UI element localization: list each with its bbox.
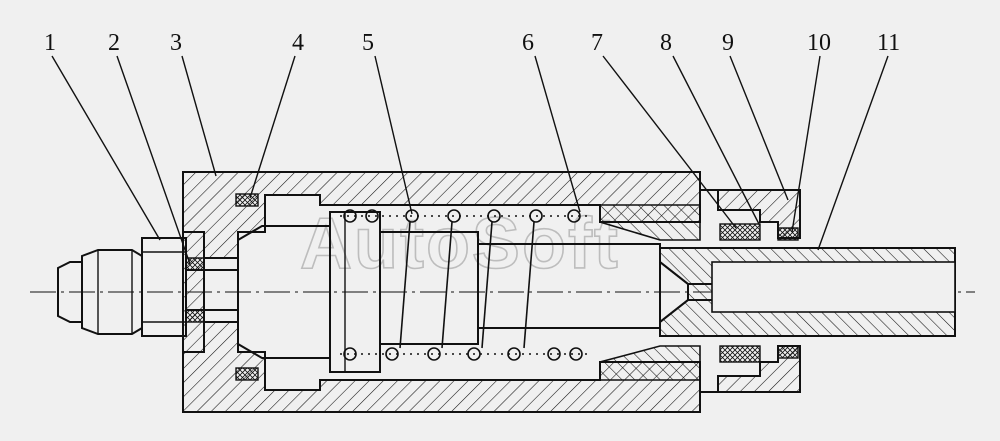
rod-bushing	[599, 204, 701, 381]
fitting-union	[57, 237, 187, 337]
callout-4: 4	[292, 30, 304, 56]
spring	[340, 209, 590, 361]
push-rod	[659, 247, 956, 337]
callout-9: 9	[722, 30, 734, 56]
callout-8: 8	[660, 30, 672, 56]
callout-7: 7	[591, 30, 603, 56]
gland-cover	[700, 189, 801, 393]
callout-6: 6	[522, 30, 534, 56]
callout-2: 2	[108, 30, 120, 56]
callout-3: 3	[170, 30, 182, 56]
callout-5: 5	[362, 30, 374, 56]
end-seal	[235, 193, 259, 381]
callout-1: 1	[44, 30, 56, 56]
callout-11: 11	[877, 30, 900, 56]
leader-lines	[51, 55, 889, 265]
callout-10: 10	[807, 30, 831, 56]
